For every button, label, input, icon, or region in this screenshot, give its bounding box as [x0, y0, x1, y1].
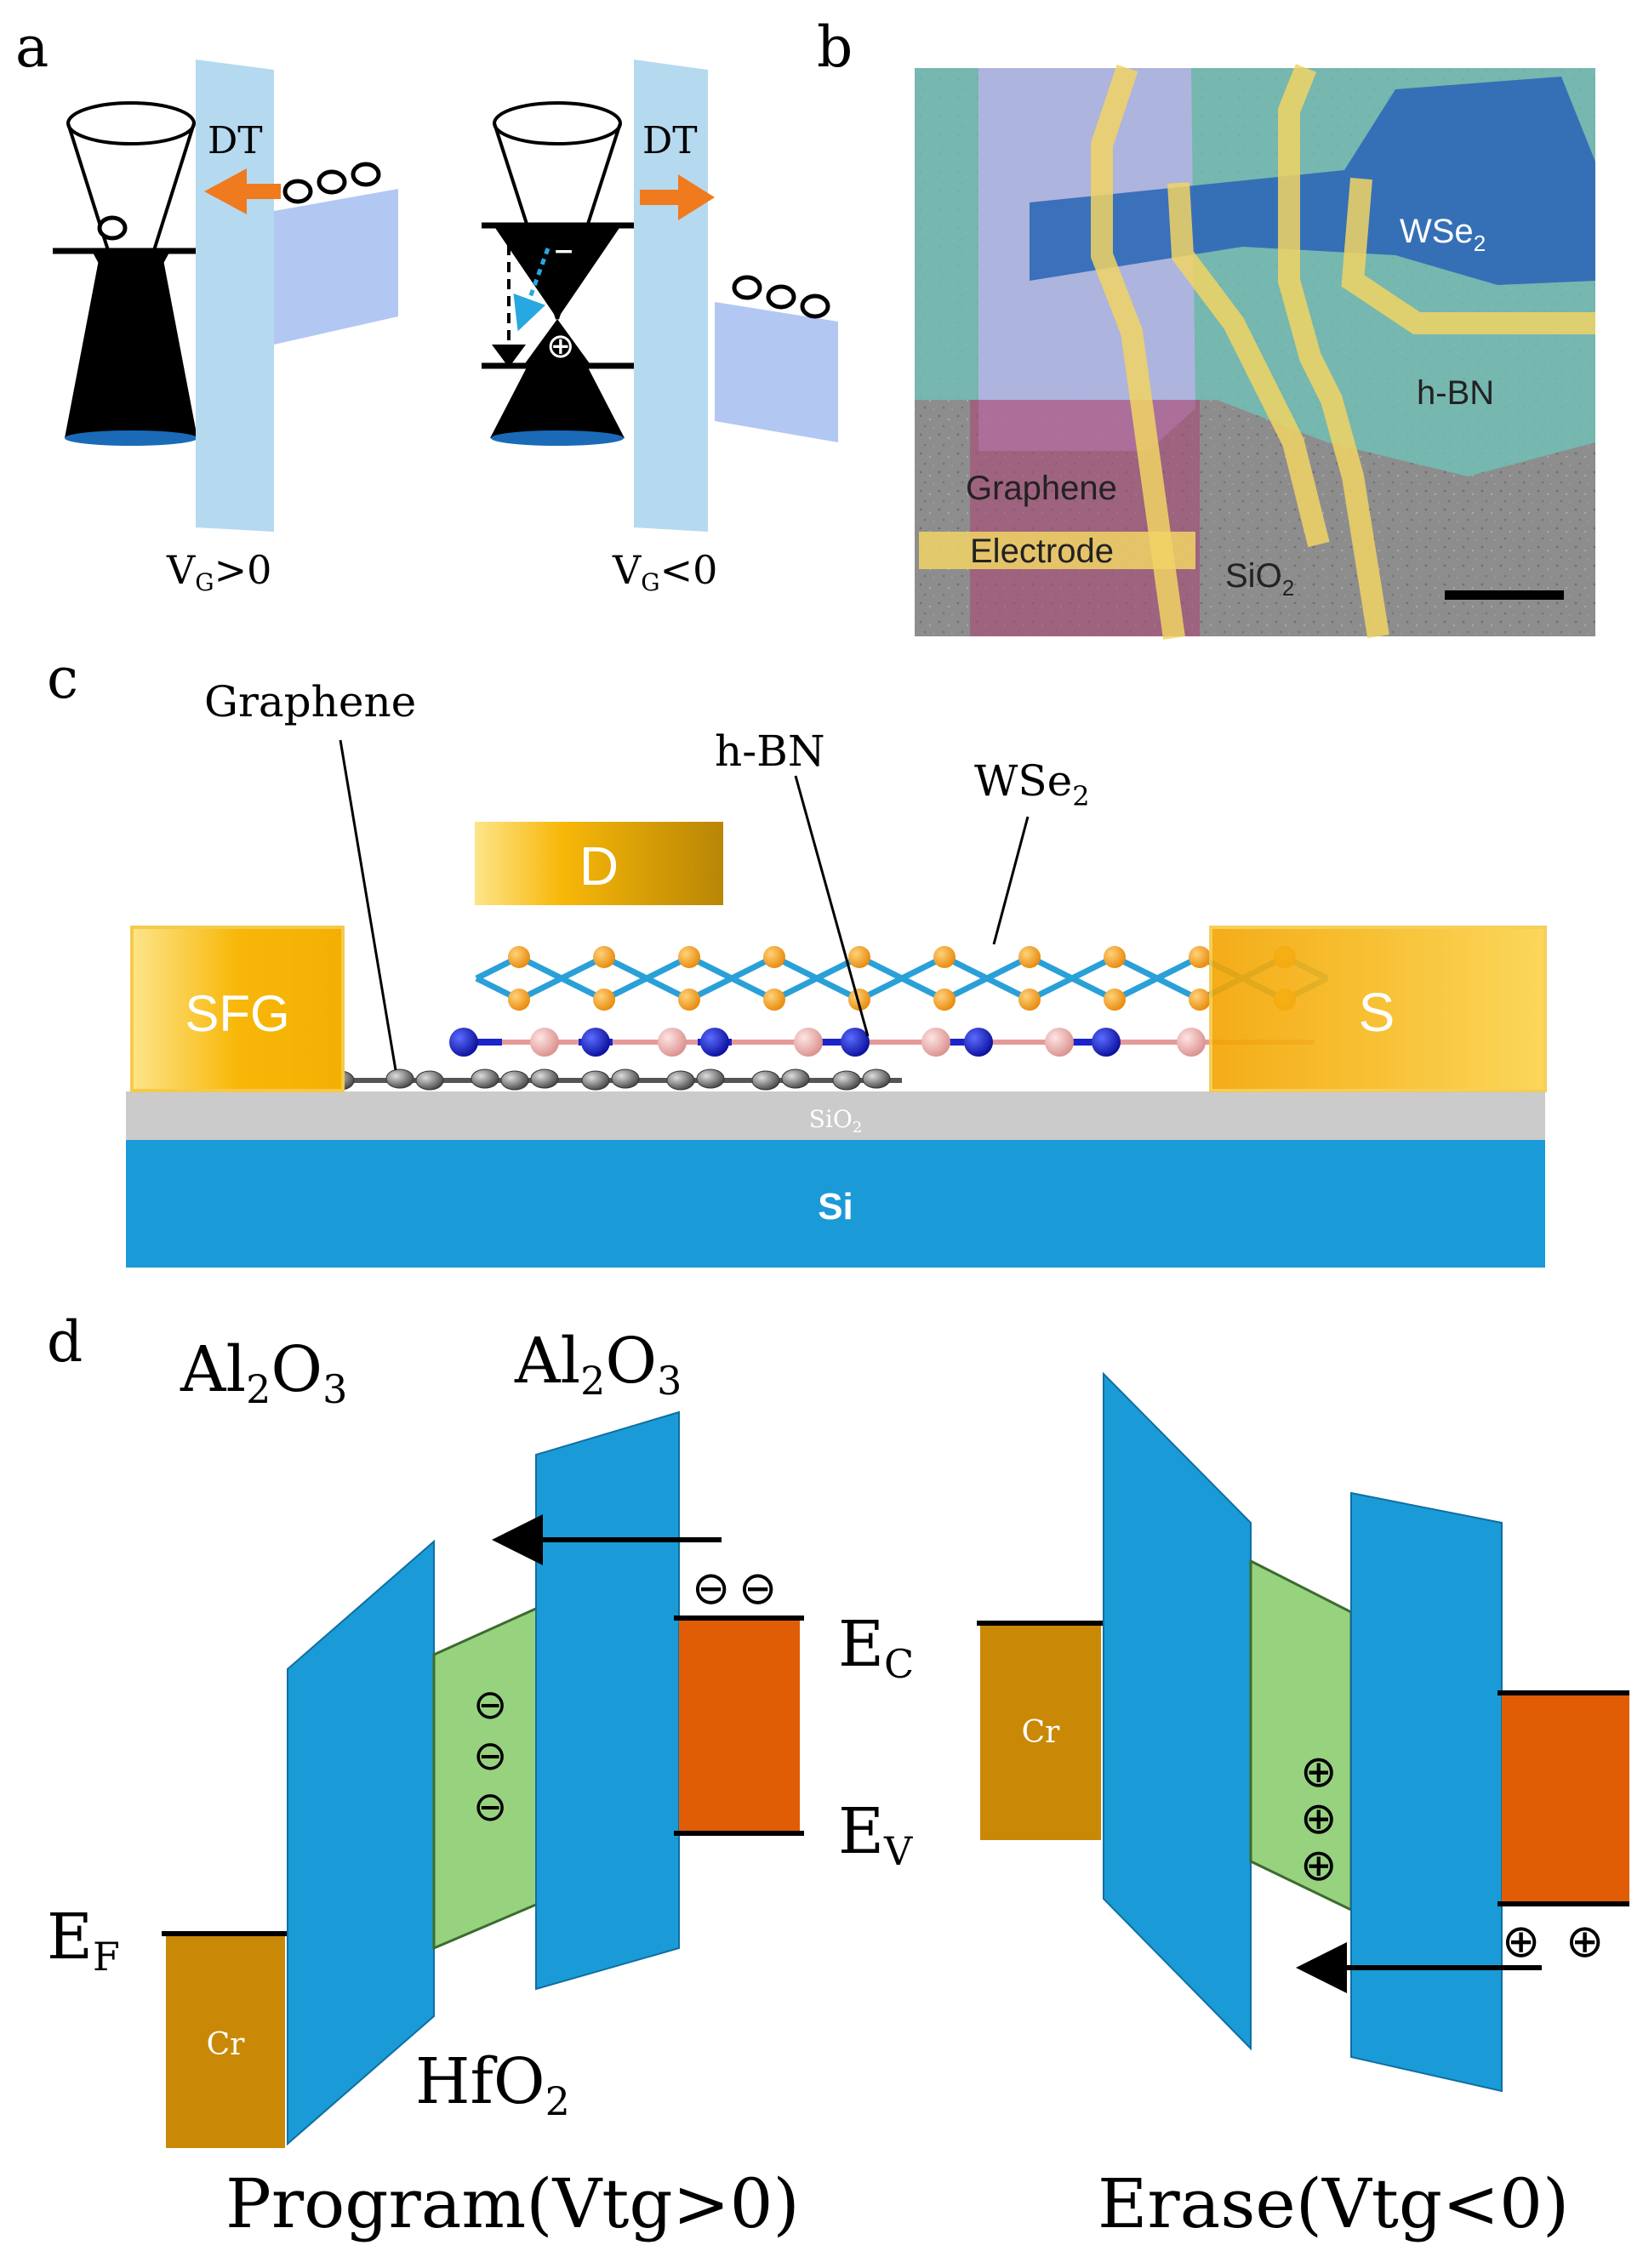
band-block-right	[715, 302, 838, 442]
minus-icon: ⊖	[473, 1681, 507, 1729]
al2o3-barrier-erase-left	[1103, 1371, 1252, 2051]
panel-label-c: c	[47, 646, 78, 711]
al2o3-barrier-erase-right	[1350, 1491, 1503, 2093]
al2o3-barrier-right	[535, 1410, 680, 1991]
cr-label-left: Cr	[207, 2027, 246, 2062]
minus-icon: −	[553, 236, 574, 266]
graphene-atoms	[288, 1068, 902, 1091]
minus-icon: ⊖	[739, 1561, 777, 1615]
electrode-label: Electrode	[970, 533, 1114, 570]
panel-label-d: d	[47, 1309, 83, 1375]
dirac-cone-right: − ⊕	[482, 101, 655, 446]
minus-icon: ⊖	[692, 1561, 730, 1615]
erase-caption: Erase(Vtg<0)	[1098, 2164, 1569, 2243]
electron-icon	[97, 215, 128, 241]
wse2-band-erase	[1502, 1693, 1629, 1904]
wse2-label-c: WSe2	[974, 756, 1090, 812]
al2o3-right-label: Al2O3	[514, 1325, 682, 1404]
drain-electrode	[475, 822, 723, 905]
tunnel-barrier-left	[196, 60, 274, 532]
ev-label: EV	[838, 1795, 913, 1874]
plus-icon: ⊕	[1300, 1747, 1338, 1798]
plus-icon: ⊕	[1566, 1914, 1604, 1968]
hbn-label-c: h-BN	[715, 727, 825, 776]
plus-icon: ⊕	[546, 327, 575, 366]
dirac-cone-left	[53, 101, 214, 446]
minus-icon: ⊖	[473, 1732, 507, 1780]
electrode-bar	[919, 532, 1195, 569]
hfo2-label: HfO2	[415, 2045, 570, 2124]
dt-label-left: DT	[208, 119, 263, 162]
hbn-atoms	[449, 1028, 1315, 1057]
graphene-label-c: Graphene	[204, 677, 416, 727]
band-block-left	[274, 189, 398, 345]
wse2-band-program	[679, 1618, 800, 1833]
plus-icon: ⊕	[1300, 1840, 1338, 1891]
al2o3-left-label: Al2O3	[180, 1333, 347, 1412]
wse2-atoms	[475, 946, 1329, 1011]
source-label: S	[1359, 982, 1395, 1043]
panel-b-micrograph: WSe2 h-BN Graphene Electrode SiO2	[915, 64, 1595, 640]
panel-c: Si SiO2	[126, 677, 1547, 1268]
al2o3-barrier-left	[287, 1539, 435, 2146]
cr-block-left	[166, 1935, 285, 2148]
sfg-electrode	[130, 926, 345, 1092]
sfg-label: SFG	[185, 985, 289, 1042]
program-caption: Program(Vtg>0)	[225, 2164, 800, 2243]
vg-pos-label: VG>0	[166, 547, 271, 596]
electrons-left	[282, 162, 381, 204]
panel-d: Al2O3 Al2O3 Cr EF ⊖ ⊖ ⊖ ⊖ ⊖ EC EV HfO2 P…	[47, 1325, 1629, 2243]
source-electrode	[1209, 926, 1547, 1092]
wse2-label: WSe2	[1400, 213, 1486, 256]
drain-label: D	[579, 835, 619, 897]
cr-label-right: Cr	[1022, 1715, 1061, 1750]
sio2-layer-label: SiO2	[809, 1105, 863, 1137]
ef-label: EF	[47, 1900, 120, 1980]
panel-label-b: b	[817, 14, 853, 80]
electrons-right	[732, 275, 830, 319]
plus-icon: ⊕	[1300, 1793, 1338, 1844]
minus-icon: ⊖	[473, 1783, 507, 1831]
scale-bar	[1445, 590, 1564, 600]
tunnel-barrier-right	[634, 60, 708, 532]
panel-a: DT VG>0 − ⊕ DT	[53, 60, 838, 596]
cr-block-right	[980, 1623, 1101, 1840]
si-label: Si	[818, 1186, 853, 1228]
sio2-label: SiO2	[1225, 557, 1294, 601]
graphene-label: Graphene	[966, 470, 1117, 507]
plus-icon: ⊕	[1502, 1914, 1540, 1968]
ec-label: EC	[838, 1608, 914, 1687]
vg-neg-label: VG<0	[612, 547, 717, 596]
panel-label-a: a	[15, 14, 48, 80]
dt-arrow-right-head	[678, 174, 715, 220]
sio2-layer	[126, 1091, 1545, 1140]
si-substrate	[126, 1140, 1545, 1268]
hbn-label: h-BN	[1417, 374, 1494, 412]
dt-label-right: DT	[642, 119, 698, 162]
dt-arrow-left-head	[204, 168, 247, 214]
